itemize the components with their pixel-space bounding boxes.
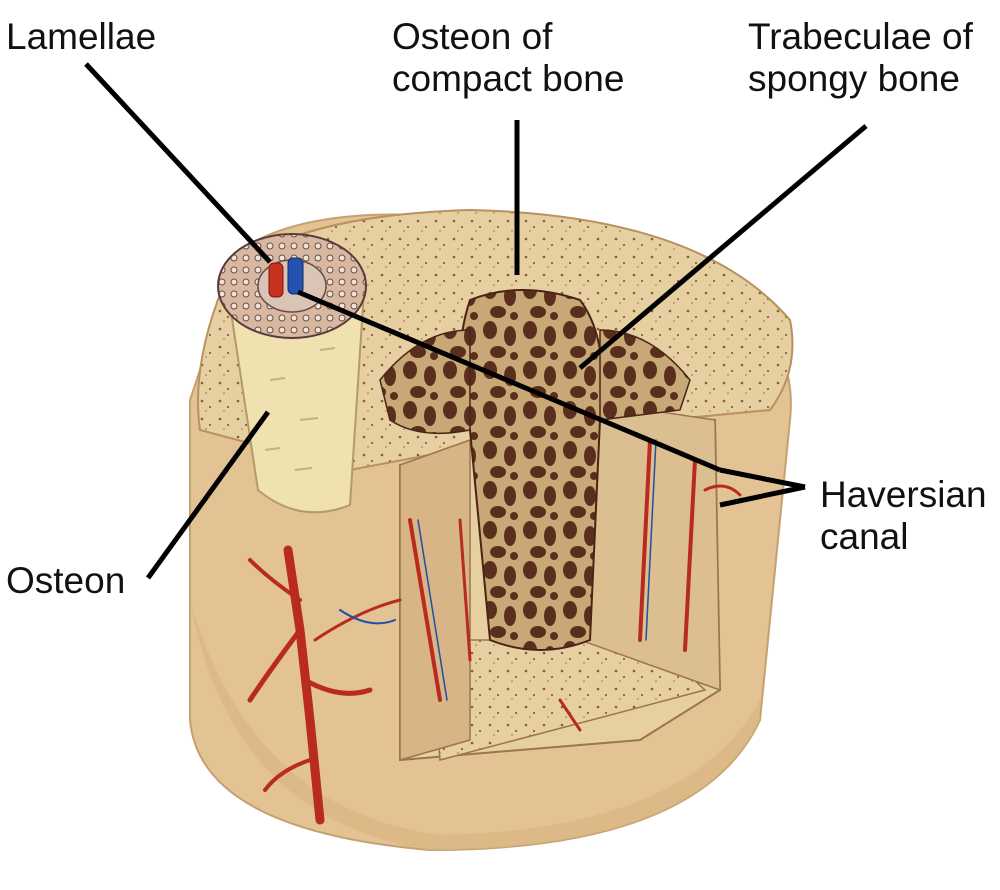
label-trabeculae-line2: spongy bone bbox=[748, 58, 960, 99]
label-haversian-line2: canal bbox=[820, 516, 909, 557]
label-lamellae: Lamellae bbox=[6, 16, 156, 58]
spongy-bone bbox=[379, 289, 691, 651]
osteon-leader bbox=[145, 410, 271, 580]
blood-vessels bbox=[247, 438, 742, 825]
haversian-leader-a bbox=[297, 289, 721, 473]
label-haversian-canal: Haversian canal bbox=[820, 474, 987, 558]
leader-lines bbox=[84, 62, 868, 580]
haversian-leader-b bbox=[719, 467, 806, 490]
label-haversian-line1: Haversian bbox=[820, 474, 987, 515]
lamellae-leader bbox=[84, 62, 272, 264]
label-osteon: Osteon bbox=[6, 560, 125, 602]
label-osteon-of-compact-bone: Osteon of compact bone bbox=[392, 16, 624, 100]
osteon-cylinder bbox=[217, 233, 367, 514]
label-lamellae-text: Lamellae bbox=[6, 16, 157, 57]
label-osteon-text: Osteon bbox=[6, 560, 126, 601]
label-osteon-compact-line2: compact bone bbox=[392, 58, 625, 99]
label-trabeculae-line1: Trabeculae of bbox=[748, 16, 973, 57]
trabeculae-leader bbox=[578, 124, 868, 370]
label-trabeculae-of-spongy-bone: Trabeculae of spongy bone bbox=[748, 16, 973, 100]
haversian-leader-c bbox=[719, 484, 806, 508]
label-osteon-compact-line1: Osteon of bbox=[392, 16, 553, 57]
